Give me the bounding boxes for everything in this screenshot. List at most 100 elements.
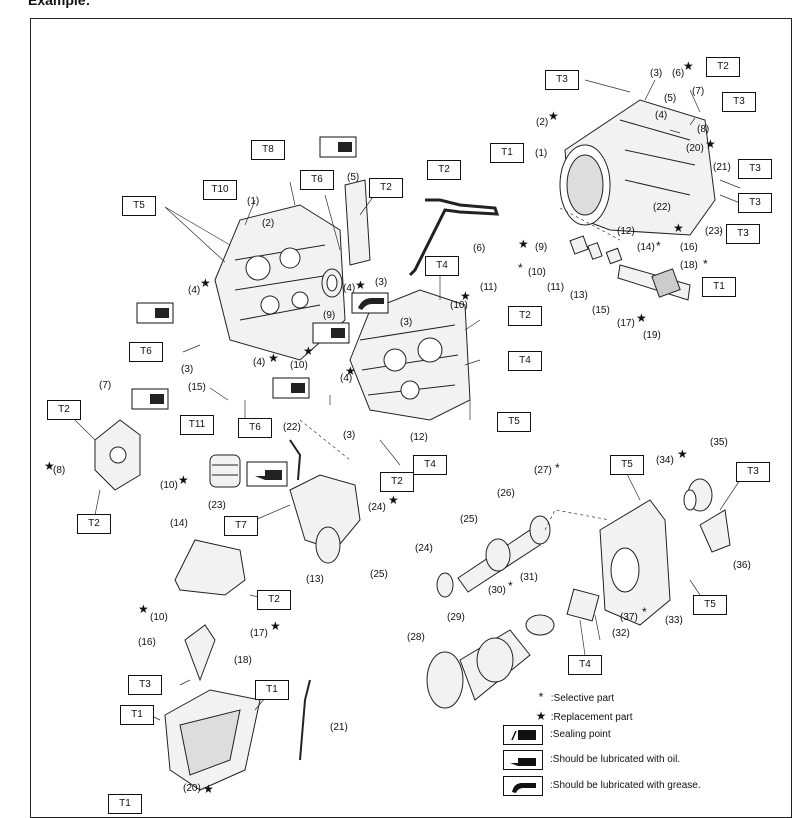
- output-shaft: [569, 235, 691, 301]
- torque-label: T5: [497, 412, 531, 432]
- replacement-marker: ★: [388, 493, 399, 507]
- replacement-marker: ★: [200, 276, 211, 290]
- part-label: (30): [488, 585, 506, 596]
- legend-selective: * :Selective part: [534, 690, 615, 704]
- oil-level-gauge: [299, 679, 311, 761]
- replacement-marker: ★: [677, 447, 688, 461]
- bracket: [699, 509, 731, 553]
- part-label: (25): [370, 569, 388, 580]
- torque-label: T3: [738, 159, 772, 179]
- torque-label: T5: [693, 595, 727, 615]
- torque-label: T2: [47, 400, 81, 420]
- torque-label: T4: [425, 256, 459, 276]
- part-label: (28): [407, 632, 425, 643]
- part-label: (3): [375, 277, 388, 288]
- torque-label: T3: [722, 92, 756, 112]
- part-label: (23): [208, 500, 226, 511]
- replacement-marker: ★: [518, 237, 529, 251]
- part-label: (3): [650, 68, 663, 79]
- part-label: (22): [283, 422, 301, 433]
- part-label: (11): [547, 282, 565, 293]
- transfer-shafts: [426, 515, 600, 709]
- legend-replacement-text: :Replacement part: [550, 712, 633, 723]
- part-label: (10): [160, 480, 178, 491]
- replacement-marker: ★: [683, 59, 694, 73]
- part-label: (21): [330, 722, 348, 733]
- part-label: (12): [617, 226, 635, 237]
- part-label: (15): [188, 382, 206, 393]
- torque-label: T1: [255, 680, 289, 700]
- legend-replacement: ★ :Replacement part: [534, 709, 633, 723]
- replacement-marker: ★: [138, 602, 149, 616]
- torque-label: T1: [120, 705, 154, 725]
- part-label: (10): [528, 267, 546, 278]
- sealing-point-markers: [131, 136, 357, 410]
- part-label: (21): [713, 162, 731, 173]
- part-label: (2): [262, 218, 275, 229]
- part-label: (35): [710, 437, 728, 448]
- torque-label: T5: [610, 455, 644, 475]
- torque-label: T5: [122, 196, 156, 216]
- selective-marker: *: [642, 605, 647, 619]
- selective-marker: *: [703, 257, 708, 271]
- part-label: (14): [637, 242, 655, 253]
- oil-lubrication-markers: [246, 461, 288, 487]
- selective-marker: *: [656, 239, 661, 253]
- water-pump: [289, 474, 361, 551]
- selective-marker: *: [555, 461, 560, 475]
- part-label: (6): [473, 243, 486, 254]
- part-label: (9): [535, 242, 548, 253]
- part-label: (3): [400, 317, 413, 328]
- torque-label: T6: [238, 418, 272, 438]
- part-label: (12): [410, 432, 428, 443]
- exploded-view-drawing: [74, 79, 741, 791]
- legend-selective-text: :Selective part: [550, 693, 615, 704]
- replacement-marker: ★: [203, 782, 214, 796]
- timing-cover-plate: [344, 179, 371, 266]
- torque-label: T11: [180, 415, 214, 435]
- grease-lubrication-markers: [351, 292, 389, 314]
- part-label: (8): [697, 124, 710, 135]
- grease-lubrication-icon: [503, 776, 543, 796]
- replacement-marker: ★: [44, 459, 55, 473]
- torque-label: T10: [203, 180, 237, 200]
- torque-label: T1: [108, 794, 142, 814]
- part-label: (15): [592, 305, 610, 316]
- part-label: (13): [570, 290, 588, 301]
- replacement-marker: ★: [705, 137, 716, 151]
- part-label: (4): [188, 285, 201, 296]
- part-label: (4): [253, 357, 266, 368]
- part-label: (36): [733, 560, 751, 571]
- torque-label: T2: [706, 57, 740, 77]
- torque-label: T2: [257, 590, 291, 610]
- part-label: (11): [480, 282, 498, 293]
- part-label: (29): [447, 612, 465, 623]
- legend-oil-text: :Should be lubricated with oil.: [550, 754, 681, 765]
- part-label: (31): [520, 572, 538, 583]
- oil-strainer: [184, 624, 216, 682]
- part-label: (22): [653, 202, 671, 213]
- part-label: (16): [680, 242, 698, 253]
- part-label: (32): [612, 628, 630, 639]
- torque-label: T2: [77, 514, 111, 534]
- part-label: (26): [497, 488, 515, 499]
- legend-sealing-text: :Sealing point: [550, 729, 611, 740]
- replacement-marker: ★: [460, 289, 471, 303]
- part-label: (24): [415, 543, 433, 554]
- part-label: (20): [183, 783, 201, 794]
- torque-label: T1: [490, 143, 524, 163]
- torque-label: T4: [568, 655, 602, 675]
- torque-label: T3: [738, 193, 772, 213]
- torque-label: T6: [129, 342, 163, 362]
- part-label: (14): [170, 518, 188, 529]
- replacement-marker: ★: [268, 351, 279, 365]
- part-label: (7): [99, 380, 112, 391]
- part-label: (17): [617, 318, 635, 329]
- part-label: (9): [323, 310, 336, 321]
- selective-marker: *: [518, 261, 523, 275]
- part-label: (8): [53, 465, 66, 476]
- replacement-marker: ★: [548, 109, 559, 123]
- part-label: (10): [150, 612, 168, 623]
- part-label: (34): [656, 455, 674, 466]
- page-heading: Example:: [28, 0, 91, 8]
